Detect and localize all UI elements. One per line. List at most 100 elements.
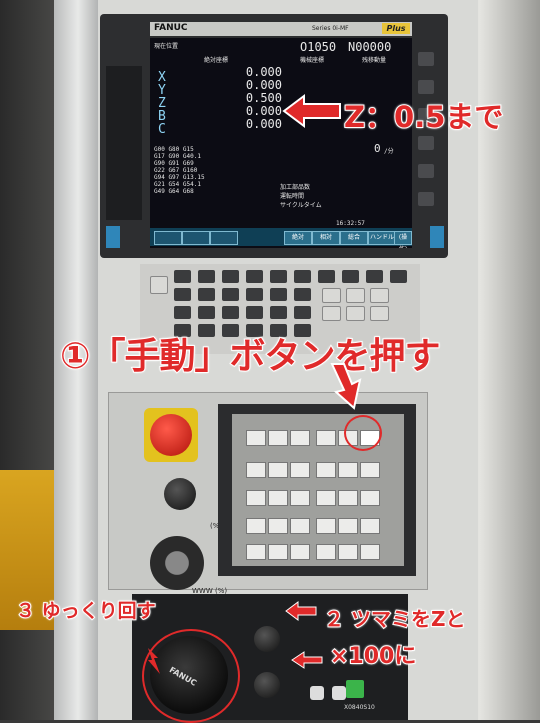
annotation-step2-line1: ２ ツマミをZと [323,606,466,632]
op-key[interactable] [268,430,288,446]
axis-row: C 0.000 [158,118,282,137]
mdi-key[interactable] [366,270,383,283]
mdi-key[interactable] [270,288,287,301]
mdi-key[interactable] [174,288,191,301]
op-key[interactable] [338,518,358,534]
op-key[interactable] [268,518,288,534]
op-key[interactable] [246,518,266,534]
mdi-key[interactable] [270,324,287,337]
softkey-blank[interactable] [210,231,238,245]
op-key[interactable] [290,462,310,478]
op-key[interactable] [316,518,336,534]
mdi-key[interactable] [174,306,191,319]
axis-name: Z [158,96,166,111]
mdi-key[interactable] [294,324,311,337]
mdi-key[interactable] [174,270,191,283]
side-key[interactable] [418,80,434,94]
op-key[interactable] [316,462,336,478]
magnification-knob[interactable] [254,672,280,698]
panel-button[interactable] [332,686,346,700]
mdi-key[interactable] [174,324,191,337]
mdi-key[interactable] [246,270,263,283]
axis-select-knob[interactable] [254,626,280,652]
op-key[interactable] [246,544,266,560]
op-key[interactable] [268,490,288,506]
mdi-key[interactable] [222,288,239,301]
function-key[interactable] [322,288,341,303]
op-key[interactable] [268,544,288,560]
cnc-screen: 現在位置 O1050 N00000 絶対座標 機械座標 残移動量 X 0.000… [150,38,412,248]
softkey-all[interactable]: 総合 [340,231,368,245]
softkey-blank[interactable] [182,231,210,245]
mdi-key[interactable] [342,270,359,283]
op-key[interactable] [360,544,380,560]
machine-yellow-part [0,470,60,630]
emergency-stop-button[interactable] [150,414,192,456]
softkey-bar: 絶対 相対 総合 ハンドル (操作) [150,228,412,248]
op-key[interactable] [360,462,380,478]
spindle-override-knob[interactable] [164,478,196,510]
op-key[interactable] [290,518,310,534]
mdi-key[interactable] [222,306,239,319]
op-key[interactable] [316,430,336,446]
annotation-z-target: Z：0.5まで [343,99,504,135]
op-key[interactable] [246,430,266,446]
softkey-operation[interactable]: (操作) [394,231,412,248]
softkey-absolute[interactable]: 絶対 [284,231,312,245]
op-key[interactable] [290,490,310,506]
mdi-key[interactable] [246,324,263,337]
op-key[interactable] [290,544,310,560]
op-key[interactable] [268,462,288,478]
side-key[interactable] [418,52,434,66]
op-key[interactable] [360,518,380,534]
function-key[interactable] [322,306,341,321]
highlight-circle [344,415,382,451]
mdi-key[interactable] [198,324,215,337]
function-key[interactable] [346,288,365,303]
op-key[interactable] [360,490,380,506]
op-key[interactable] [338,490,358,506]
green-button[interactable] [346,680,364,698]
mdi-key[interactable] [390,270,407,283]
softkey-handle[interactable]: ハンドル [368,231,396,245]
help-key[interactable] [150,276,168,294]
blue-tape [430,226,444,248]
axis-value: 0.000 [245,65,282,79]
operator-keys-area [232,414,404,566]
op-key[interactable] [290,430,310,446]
mdi-key[interactable] [198,306,215,319]
side-key[interactable] [418,108,434,122]
softkey-relative[interactable]: 相対 [312,231,340,245]
op-key[interactable] [316,490,336,506]
panel-button[interactable] [310,686,324,700]
column-remaining: 残移動量 [362,57,387,64]
mdi-key[interactable] [270,306,287,319]
mdi-key[interactable] [246,306,263,319]
function-key[interactable] [370,288,389,303]
op-key[interactable] [246,490,266,506]
mdi-key[interactable] [198,288,215,301]
mdi-key[interactable] [198,270,215,283]
op-key[interactable] [316,544,336,560]
side-key[interactable] [418,192,434,206]
mdi-key[interactable] [270,270,287,283]
mdi-key[interactable] [294,306,311,319]
op-key[interactable] [338,462,358,478]
mdi-key[interactable] [294,270,311,283]
function-key[interactable] [346,306,365,321]
fanuc-header-bar [150,22,412,36]
mdi-key[interactable] [318,270,335,283]
function-key[interactable] [370,306,389,321]
highlight-circle [142,629,240,723]
side-key[interactable] [418,164,434,178]
op-key[interactable] [338,544,358,560]
side-key[interactable] [418,136,434,150]
mdi-key[interactable] [294,288,311,301]
op-key[interactable] [246,462,266,478]
mdi-key[interactable] [246,288,263,301]
axis-value: 0.500 [245,91,282,105]
softkey-blank[interactable] [154,231,182,245]
feed-override-knob[interactable] [150,536,204,590]
mdi-key[interactable] [222,270,239,283]
mdi-key[interactable] [222,324,239,337]
